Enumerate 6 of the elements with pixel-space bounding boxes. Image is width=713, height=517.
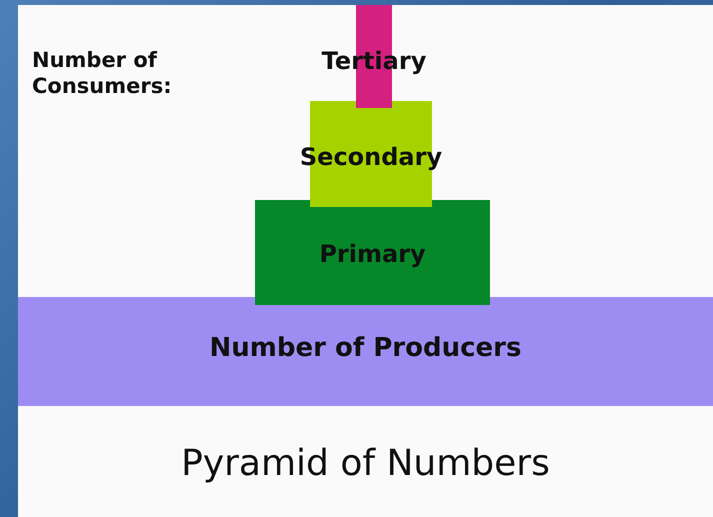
axis-note: Number of Consumers: [32,47,173,100]
level-label: Number of Producers [210,333,522,363]
primary-consumer-bar [255,200,490,305]
title: Pyramid of Numbers [180,443,551,484]
producer-band [18,297,713,406]
level-label: Primary [319,240,426,268]
